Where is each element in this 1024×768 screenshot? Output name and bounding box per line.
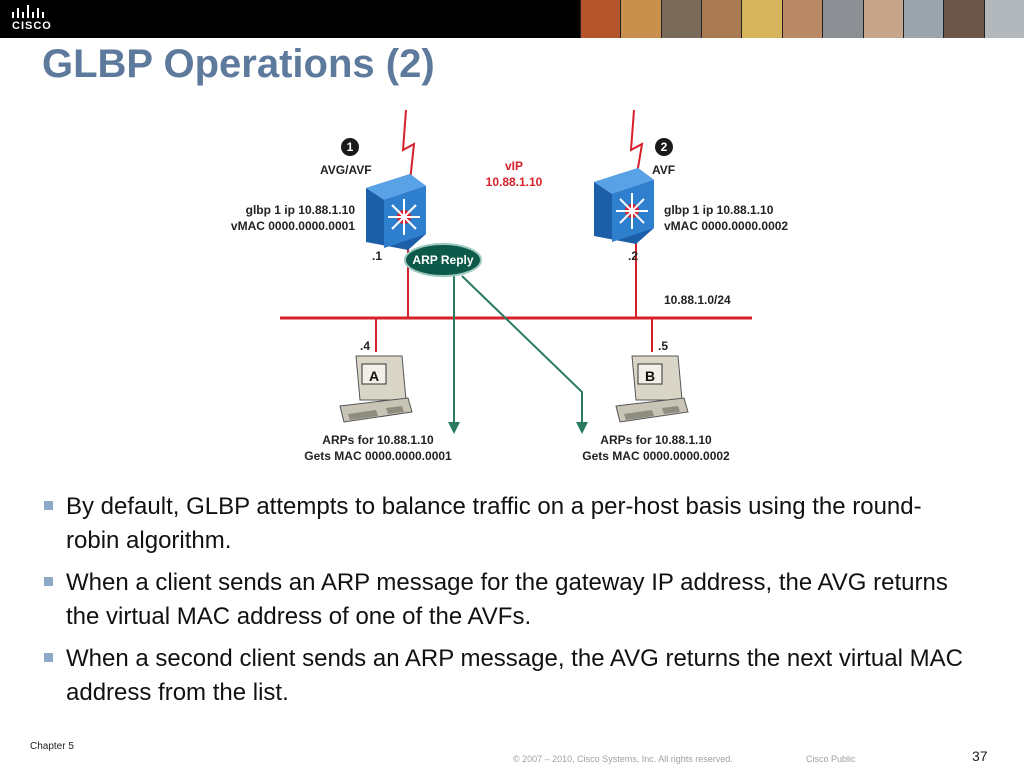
router-2-role: AVF bbox=[652, 163, 675, 177]
svg-text:1: 1 bbox=[347, 140, 354, 154]
arp-reply-bubble: ARP Reply bbox=[404, 243, 482, 277]
router-1-badge: 1 bbox=[341, 138, 359, 156]
header-photo-strip bbox=[580, 0, 1024, 38]
host-a-interface: .4 bbox=[360, 339, 370, 353]
classification-label: Cisco Public bbox=[806, 754, 856, 764]
router-2-config-vmac: vMAC 0000.0000.0002 bbox=[664, 219, 788, 233]
chapter-label: Chapter 5 bbox=[30, 741, 74, 752]
header-photo bbox=[781, 0, 823, 38]
svg-text:2: 2 bbox=[661, 140, 668, 154]
host-b-letter: B bbox=[645, 368, 655, 384]
bullet-list: By default, GLBP attempts to balance tra… bbox=[44, 490, 974, 718]
subnet-label: 10.88.1.0/24 bbox=[664, 293, 731, 307]
vip-label: vIP bbox=[505, 159, 523, 173]
header-photo bbox=[862, 0, 903, 38]
bullet-square-icon bbox=[44, 577, 53, 586]
router-2-interface: .2 bbox=[628, 249, 638, 263]
copyright-notice: © 2007 – 2010, Cisco Systems, Inc. All r… bbox=[513, 754, 733, 764]
header-photo bbox=[580, 0, 621, 38]
logo-text: CISCO bbox=[12, 20, 52, 32]
bullet-square-icon bbox=[44, 653, 53, 662]
bullet-item: By default, GLBP attempts to balance tra… bbox=[44, 490, 974, 558]
host-a-arp-request: ARPs for 10.88.1.10 bbox=[322, 433, 434, 447]
header-photo bbox=[660, 0, 702, 38]
router-1-role: AVG/AVF bbox=[320, 163, 372, 177]
header-bar: CISCO bbox=[0, 0, 1024, 38]
host-b-mac-result: Gets MAC 0000.0000.0002 bbox=[582, 449, 730, 463]
bullet-square-icon bbox=[44, 501, 53, 510]
router-1-interface: .1 bbox=[372, 249, 382, 263]
host-b-computer-icon bbox=[615, 355, 689, 423]
router-2-config-ip: glbp 1 ip 10.88.1.10 bbox=[664, 203, 774, 217]
router-2-switch-icon bbox=[594, 168, 654, 244]
header-photo bbox=[620, 0, 661, 38]
vip-address: 10.88.1.10 bbox=[486, 175, 543, 189]
router-1-config-vmac: vMAC 0000.0000.0001 bbox=[231, 219, 355, 233]
host-b-interface: .5 bbox=[658, 339, 668, 353]
host-b-arp-request: ARPs for 10.88.1.10 bbox=[600, 433, 712, 447]
slide-title: GLBP Operations (2) bbox=[42, 42, 435, 86]
wan-link-1 bbox=[401, 109, 416, 201]
host-a-mac-result: Gets MAC 0000.0000.0001 bbox=[304, 449, 452, 463]
header-photo bbox=[741, 0, 782, 38]
svg-text:ARP Reply: ARP Reply bbox=[412, 253, 473, 267]
router-2-badge: 2 bbox=[655, 138, 673, 156]
header-photo bbox=[902, 0, 944, 38]
page-number: 37 bbox=[972, 748, 988, 764]
header-photo bbox=[822, 0, 863, 38]
header-photo bbox=[701, 0, 742, 38]
header-photo bbox=[983, 0, 1024, 38]
host-a-computer-icon bbox=[339, 355, 413, 423]
host-a-letter: A bbox=[369, 368, 379, 384]
wan-link-2 bbox=[629, 109, 644, 181]
header-photo bbox=[943, 0, 984, 38]
bullet-item: When a second client sends an ARP messag… bbox=[44, 642, 974, 710]
cisco-logo-icon bbox=[12, 5, 44, 18]
router-1-config-ip: glbp 1 ip 10.88.1.10 bbox=[246, 203, 356, 217]
router-1-switch-icon bbox=[366, 174, 426, 250]
glbp-network-diagram: 1 2 AVG/AVF AVF glbp 1 ip 10.88.1.10 vMA… bbox=[231, 109, 788, 463]
arp-arrow-to-b bbox=[461, 275, 588, 434]
bullet-item: When a client sends an ARP message for t… bbox=[44, 566, 974, 634]
